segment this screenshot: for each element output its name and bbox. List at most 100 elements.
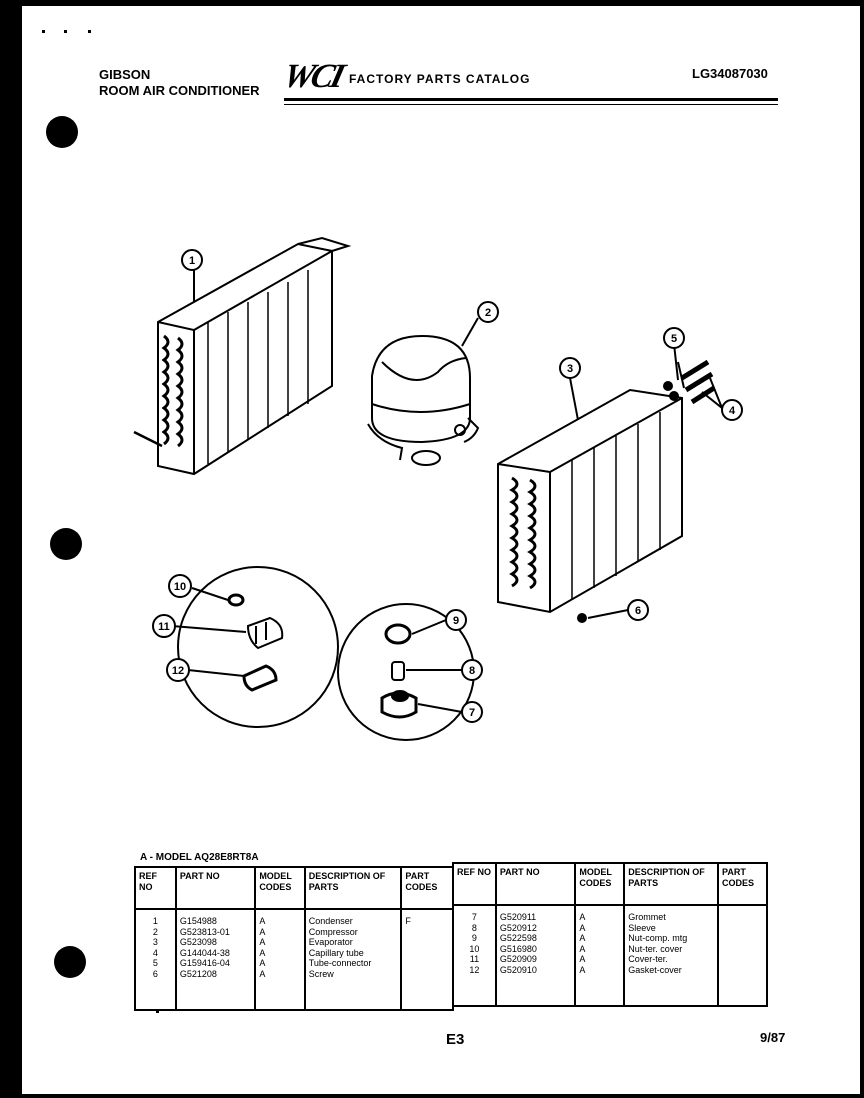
- svg-text:7: 7: [469, 707, 475, 719]
- model-cell: A: [579, 954, 586, 964]
- svg-text:9: 9: [453, 615, 459, 627]
- ref-no-header: REF NO: [452, 862, 497, 906]
- header-rule: [284, 98, 778, 101]
- ref-no-header: REF NO: [134, 866, 177, 910]
- page-code: E3: [446, 1031, 465, 1048]
- ref-cell: 5: [152, 958, 158, 968]
- speck: [64, 30, 67, 33]
- table-header-row: REF NO PART NO MODEL CODES DESCRIPTION O…: [452, 862, 768, 906]
- callout-7: 7: [461, 701, 483, 723]
- ref-cell: 11: [469, 954, 480, 964]
- parts-table-right: REF NO PART NO MODEL CODES DESCRIPTION O…: [452, 862, 768, 1007]
- table-row: 7 8 9 10 11 12 G520911 G520912 G522598 G…: [452, 905, 768, 1006]
- date-code: 9/87: [760, 1030, 786, 1045]
- description-cell: Compressor: [308, 926, 358, 937]
- ref-cell: 9: [471, 933, 477, 943]
- description-cell: Cover-ter.: [628, 954, 668, 964]
- part-codes-column: [717, 905, 768, 1006]
- catalog-page: GIBSON ROOM AIR CONDITIONER WCI FACTORY …: [22, 6, 860, 1094]
- model-column: A A A A A A: [254, 909, 306, 1010]
- description-cell: Capillary tube: [308, 947, 364, 958]
- model-cell: A: [579, 964, 586, 975]
- ref-cell: 12: [469, 964, 480, 975]
- callout-4: 4: [721, 399, 743, 421]
- ref-cell: 10: [469, 943, 480, 954]
- callout-12: 12: [166, 658, 190, 682]
- document-number: LG34087030: [692, 66, 768, 81]
- catalog-title: FACTORY PARTS CATALOG: [349, 72, 531, 86]
- model-cell: A: [579, 943, 586, 954]
- svg-text:5: 5: [671, 333, 677, 345]
- binder-hole: [46, 116, 78, 148]
- model-cell: A: [259, 926, 266, 937]
- callout-10: 10: [168, 574, 192, 598]
- condenser-illustration: [133, 236, 352, 476]
- part-cell: G516980: [499, 943, 537, 954]
- callout-2: 2: [477, 301, 499, 323]
- part-column: G154988 G523813-01 G523098 G144044-38 G1…: [174, 909, 257, 1010]
- part-cell: G520911: [499, 912, 537, 922]
- part-codes-header: PART CODES: [717, 862, 768, 906]
- svg-text:6: 6: [635, 605, 641, 617]
- part-code-cell: F: [405, 916, 411, 926]
- table-header-row: REF NO PART NO MODEL CODES DESCRIPTION O…: [134, 866, 454, 910]
- part-cell: G523813-01: [179, 926, 230, 937]
- evaporator-illustration: [497, 388, 683, 614]
- description-cell: Condenser: [308, 916, 353, 926]
- callout-6: 6: [627, 599, 649, 621]
- svg-text:12: 12: [172, 665, 184, 677]
- model-note: A - MODEL AQ28E8RT8A: [140, 852, 259, 863]
- svg-text:2: 2: [485, 307, 491, 319]
- model-cell: A: [579, 922, 586, 933]
- model-cell: A: [579, 912, 586, 922]
- description-cell: Screw: [308, 968, 334, 979]
- ref-cell: 3: [152, 937, 158, 947]
- part-codes-column: F: [400, 909, 454, 1010]
- description-cell: Tube-connector: [308, 958, 372, 968]
- header-rule: [284, 104, 778, 105]
- brand-name: GIBSON: [99, 67, 151, 82]
- part-cell: G144044-38: [179, 947, 230, 958]
- part-no-header: PART NO: [174, 866, 257, 910]
- product-name: ROOM AIR CONDITIONER: [99, 83, 260, 98]
- part-cell: G523098: [179, 937, 217, 947]
- model-cell: A: [579, 933, 586, 943]
- part-no-header: PART NO: [494, 862, 577, 906]
- model-cell: A: [259, 937, 266, 947]
- description-header: DESCRIPTION OF PARTS: [623, 862, 720, 906]
- description-cell: Nut-comp. mtg: [628, 933, 688, 943]
- part-column: G520911 G520912 G522598 G516980 G520909 …: [494, 905, 577, 1006]
- callout-1: 1: [181, 249, 203, 271]
- callout-5: 5: [663, 327, 685, 349]
- description-header: DESCRIPTION OF PARTS: [303, 866, 403, 910]
- exploded-parts-diagram: 1 2 3 4 5 6 7 8 9 10 11 12: [133, 236, 743, 741]
- parts-table-left: REF NO PART NO MODEL CODES DESCRIPTION O…: [134, 866, 454, 1011]
- part-cell: G520909: [499, 954, 537, 964]
- binder-hole: [54, 946, 86, 978]
- callout-bubbles: 1 2 3 4 5 6 7 8 9 10 11 12: [152, 249, 743, 723]
- part-cell: G520910: [499, 964, 537, 975]
- description-column: Condenser Compressor Evaporator Capillar…: [303, 909, 403, 1010]
- callout-11: 11: [152, 614, 176, 638]
- ref-cell: 4: [152, 947, 158, 958]
- ref-column: 1 2 3 4 5 6: [134, 909, 177, 1010]
- model-codes-header: MODEL CODES: [254, 866, 306, 910]
- callout-9: 9: [445, 609, 467, 631]
- ref-cell: 2: [152, 926, 158, 937]
- binder-hole: [50, 528, 82, 560]
- description-cell: Sleeve: [628, 922, 656, 933]
- model-cell: A: [259, 947, 266, 958]
- speck: [88, 30, 91, 33]
- description-cell: Evaporator: [308, 937, 353, 947]
- speck: [156, 1010, 159, 1013]
- svg-text:8: 8: [469, 665, 475, 677]
- ref-cell: 8: [471, 922, 477, 933]
- svg-text:10: 10: [174, 581, 186, 593]
- model-codes-header: MODEL CODES: [574, 862, 626, 906]
- ref-cell: 6: [152, 968, 158, 979]
- part-cell: G154988: [179, 916, 217, 926]
- compressor-illustration: [367, 334, 480, 466]
- part-cell: G520912: [499, 922, 537, 933]
- svg-text:3: 3: [567, 363, 573, 375]
- model-column: A A A A A A: [574, 905, 626, 1006]
